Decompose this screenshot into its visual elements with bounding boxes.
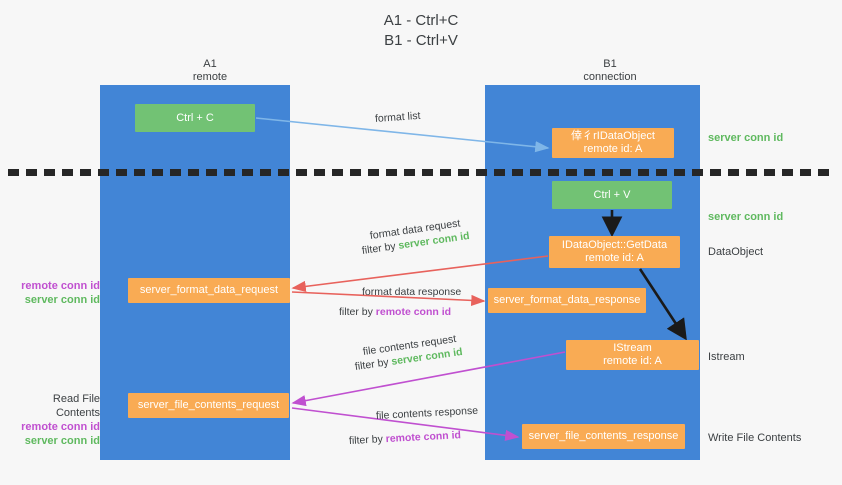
filter-value-remote-conn-id: remote conn id [375, 306, 452, 318]
page-title: A1 - Ctrl+C B1 - Ctrl+V [383, 12, 459, 49]
filter-value-remote-conn-id: remote conn id [385, 429, 462, 446]
node-server-format-data-response[interactable]: server_format_data_response [488, 288, 646, 313]
node-idataobject[interactable]: 倖彳rIDataObject remote id: A [552, 128, 674, 158]
node-istream[interactable]: IStream remote id: A [566, 340, 699, 370]
annotation-read-file-contents: Read File Contents [52, 393, 100, 419]
edge-label-format-list: format list [374, 109, 421, 125]
edge-label-format-data-response: format data response [362, 286, 462, 298]
column-header-a1: A1 remote [192, 58, 228, 83]
node-ctrl-c[interactable]: Ctrl + C [135, 104, 255, 132]
annotation-server-conn-id-top: server conn id [708, 132, 784, 144]
annotation-server-conn-id: server conn id [24, 435, 100, 447]
filter-prefix: filter by [348, 433, 387, 447]
annotation-remote-conn-id: remote conn id [21, 280, 100, 292]
filter-prefix: filter by [354, 355, 393, 373]
phase-divider [8, 169, 834, 176]
annotation-server-conn-id-mid: server conn id [708, 211, 784, 223]
annotation-dataobject: DataObject [708, 246, 764, 258]
edge-label-format-data-response-filter: filter by remote conn id [339, 305, 451, 319]
annotation-conn-ids-file: Read File Contents remote conn id server… [8, 392, 100, 448]
filter-prefix: filter by [361, 239, 400, 257]
annotation-write-file-contents: Write File Contents [708, 432, 802, 444]
annotation-server-conn-id: server conn id [24, 294, 100, 306]
node-idataobject-getdata[interactable]: IDataObject::GetData remote id: A [549, 236, 680, 268]
filter-prefix: filter by [339, 306, 376, 318]
edge-label-file-contents-response-filter: filter by remote conn id [349, 428, 462, 448]
node-server-file-contents-response[interactable]: server_file_contents_response [522, 424, 685, 449]
node-ctrl-v[interactable]: Ctrl + V [552, 181, 672, 209]
annotation-conn-ids-format: remote conn id server conn id [8, 279, 100, 307]
column-header-b1: B1 connection [583, 58, 637, 83]
annotation-remote-conn-id: remote conn id [21, 421, 100, 433]
node-server-format-data-request[interactable]: server_format_data_request [128, 278, 290, 303]
edge-label-file-contents-response: file contents response [375, 404, 479, 422]
node-server-file-contents-request[interactable]: server_file_contents_request [128, 393, 289, 418]
annotation-istream: Istream [708, 351, 745, 363]
